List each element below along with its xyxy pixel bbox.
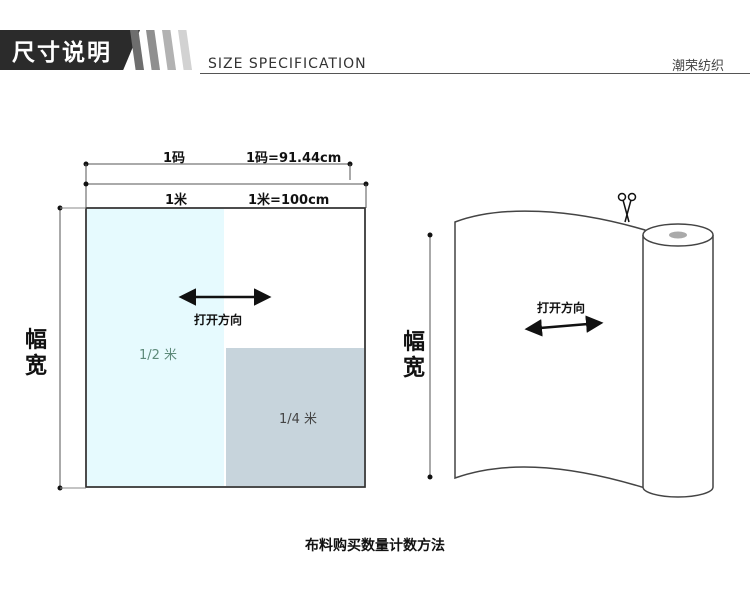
diagram-caption: 布料购买数量计数方法 xyxy=(305,538,445,554)
brand-name: 潮荣纺织 xyxy=(672,59,725,74)
width-label-char: 幅 xyxy=(25,328,48,353)
scissors-icon xyxy=(617,192,637,223)
fabric-roll-diagram xyxy=(427,192,714,498)
yard-value: 1码=91.44cm xyxy=(246,151,342,166)
unrolled-fabric-sheet xyxy=(454,210,646,490)
width-label: 幅 宽 xyxy=(25,328,51,380)
page-subtitle: SIZE SPECIFICATION xyxy=(208,56,367,72)
roll-open-direction-label: 打开方向 xyxy=(537,301,586,315)
half-meter-label: 1/2 米 xyxy=(139,348,178,363)
roll-width-label-char: 宽 xyxy=(403,356,426,381)
title-banner xyxy=(0,30,140,70)
fabric-roll-cylinder xyxy=(642,235,714,498)
width-label-char: 宽 xyxy=(25,354,48,379)
roll-width-label-char: 幅 xyxy=(403,330,426,355)
meter-value: 1米=100cm xyxy=(248,193,330,208)
half-meter-region xyxy=(87,209,224,486)
page-title: 尺寸说明 xyxy=(12,40,112,66)
fabric-square-diagram xyxy=(57,161,369,491)
meter-label: 1米 xyxy=(165,193,188,208)
quarter-meter-label: 1/4 米 xyxy=(279,412,318,427)
yard-label: 1码 xyxy=(163,151,186,166)
page-header: 尺寸说明 SIZE SPECIFICATION 潮荣纺织 xyxy=(0,0,750,80)
header-divider xyxy=(200,73,750,74)
open-direction-label: 打开方向 xyxy=(194,313,243,327)
roll-open-direction-arrow xyxy=(524,315,604,337)
quarter-meter-region xyxy=(226,348,364,486)
roll-width-label: 幅 宽 xyxy=(403,330,429,382)
